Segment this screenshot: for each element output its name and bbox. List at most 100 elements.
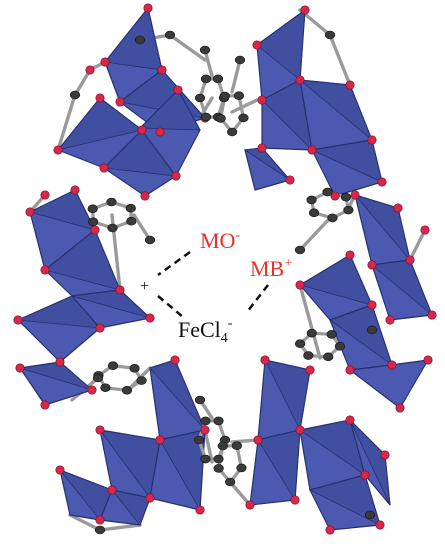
polyhedron-facet-10 bbox=[28, 189, 96, 231]
oxygen-atom-52 bbox=[155, 435, 165, 445]
linker-bottom-b-carbon-3 bbox=[217, 441, 228, 451]
linker-bottom-a-carbon-4 bbox=[200, 416, 211, 426]
linker-right-up-carbon-0 bbox=[343, 205, 354, 215]
chain-carbon-3 bbox=[144, 235, 156, 245]
bond-14 bbox=[298, 283, 322, 360]
bond-17 bbox=[228, 480, 252, 507]
linker-right-up-carbon-5 bbox=[340, 192, 352, 202]
linker-top-b-carbon-4 bbox=[233, 91, 245, 100]
oxygen-atom-17 bbox=[307, 145, 317, 155]
polyhedron-facet-24 bbox=[110, 489, 151, 526]
chain-carbon-4 bbox=[92, 373, 104, 383]
ion-labels: MO- MB+ + FeCl4- bbox=[140, 228, 292, 346]
chain-carbon-1 bbox=[199, 45, 211, 55]
linker-bottom-a-carbon-3 bbox=[193, 435, 205, 445]
oxygen-atom-7 bbox=[53, 145, 63, 155]
oxygen-atom-49 bbox=[170, 355, 180, 365]
chain-carbon-7 bbox=[194, 395, 206, 405]
oxygen-atom-67 bbox=[325, 525, 335, 535]
linker-right-up-carbon-2 bbox=[308, 208, 320, 218]
oxygen-atom-50 bbox=[200, 425, 210, 435]
oxygen-atom-5 bbox=[155, 127, 165, 137]
polyhedron-facet-29 bbox=[349, 419, 391, 506]
oxygen-atom-45 bbox=[387, 360, 397, 370]
linker-top-a-carbon-5 bbox=[212, 74, 224, 84]
linker-right-down-carbon-4 bbox=[306, 328, 317, 338]
oxygen-atom-31 bbox=[55, 357, 65, 367]
oxygen-atom-23 bbox=[285, 175, 295, 185]
oxygen-atom-61 bbox=[253, 435, 263, 445]
linker-right-up-carbon-1 bbox=[327, 213, 338, 223]
oxygen-atom-39 bbox=[367, 260, 377, 270]
polyhedron-facet-7 bbox=[298, 79, 373, 141]
oxygen-atom-42 bbox=[295, 280, 305, 290]
linker-right-down-carbon-3 bbox=[294, 339, 306, 349]
linker-left-down-carbon-0 bbox=[136, 376, 147, 385]
oxygen-atom-41 bbox=[385, 315, 395, 325]
linker-top-a-carbon-3 bbox=[194, 93, 206, 103]
oxygen-atom-40 bbox=[427, 310, 437, 320]
linker-bottom-b-carbon-0 bbox=[236, 463, 247, 473]
polyhedron-facet-4 bbox=[139, 89, 201, 131]
linker-top-a-carbon-4 bbox=[200, 74, 212, 84]
bond-9 bbox=[132, 213, 152, 242]
oxygen-atom-28 bbox=[115, 285, 125, 295]
oxygen-atom-10 bbox=[171, 171, 181, 181]
oxygen-atom-55 bbox=[107, 485, 117, 495]
chain-carbon-9 bbox=[164, 30, 176, 40]
bond-25 bbox=[328, 33, 352, 87]
chain-carbon-11 bbox=[94, 525, 106, 535]
polyhedron-facet-5 bbox=[256, 9, 306, 81]
linker-right-up-carbon-4 bbox=[322, 187, 333, 197]
polyhedron-facet-11 bbox=[44, 229, 121, 291]
bond-27 bbox=[168, 33, 207, 62]
oxygen-atom-69 bbox=[85, 65, 95, 75]
linker-right-down-carbon-5 bbox=[326, 330, 337, 339]
polyhedron-facet-0 bbox=[104, 7, 163, 71]
oxygen-atom-43 bbox=[345, 250, 355, 260]
oxygen-atom-51 bbox=[95, 425, 105, 435]
linker-right-down-carbon-2 bbox=[303, 351, 314, 360]
oxygen-atom-26 bbox=[90, 225, 100, 235]
linker-left-down-carbon-4 bbox=[107, 361, 119, 370]
oxygen-atom-57 bbox=[195, 505, 205, 515]
oxygen-atom-12 bbox=[173, 85, 183, 95]
oxygen-atom-65 bbox=[360, 470, 370, 480]
polyhedron-facet-26 bbox=[257, 429, 301, 502]
oxygen-atom-44 bbox=[367, 300, 377, 310]
oxygen-atom-54 bbox=[55, 465, 65, 475]
oxygen-atom-24 bbox=[25, 207, 35, 217]
dash-plus-to-fecl4 bbox=[157, 295, 184, 318]
polyhedron-facet-28 bbox=[308, 474, 381, 526]
linker-bottom-a-carbon-2 bbox=[200, 454, 211, 464]
oxygen-atom-15 bbox=[257, 95, 267, 105]
bond-21 bbox=[98, 523, 142, 532]
linker-right-down-carbon-1 bbox=[323, 352, 334, 362]
bond-1 bbox=[73, 68, 92, 97]
oxygen-atom-68 bbox=[380, 450, 390, 460]
linker-left-up-carbon-1 bbox=[107, 223, 118, 233]
fecl4-label: FeCl4- bbox=[178, 316, 233, 346]
polyhedron-facet-2 bbox=[56, 97, 143, 151]
oxygen-atom-47 bbox=[423, 355, 433, 365]
oxygen-atom-6 bbox=[95, 93, 105, 103]
oxygen-atom-66 bbox=[375, 520, 385, 530]
oxygen-atom-2 bbox=[157, 65, 167, 75]
bond-20 bbox=[68, 513, 102, 532]
oxygen-atom-71 bbox=[420, 225, 430, 235]
linker-left-down-carbon-5 bbox=[129, 363, 140, 373]
oxygen-atom-16 bbox=[295, 75, 305, 85]
oxygen-atom-20 bbox=[367, 135, 377, 145]
oxygen-atom-35 bbox=[40, 400, 50, 410]
oxygen-atom-0 bbox=[143, 3, 153, 13]
linker-left-down-carbon-1 bbox=[121, 386, 133, 395]
polyhedron-facet-8 bbox=[310, 139, 383, 183]
oxygen-atom-36 bbox=[350, 190, 360, 200]
linker-left-up-carbon-0 bbox=[126, 216, 137, 226]
linker-top-b-carbon-3 bbox=[219, 91, 230, 101]
chain-carbon-0 bbox=[69, 90, 81, 100]
oxygen-atom-11 bbox=[140, 191, 150, 201]
interaction-dashes bbox=[157, 250, 269, 318]
polyhedron-facet-9 bbox=[243, 147, 291, 181]
bond-2 bbox=[56, 93, 77, 152]
